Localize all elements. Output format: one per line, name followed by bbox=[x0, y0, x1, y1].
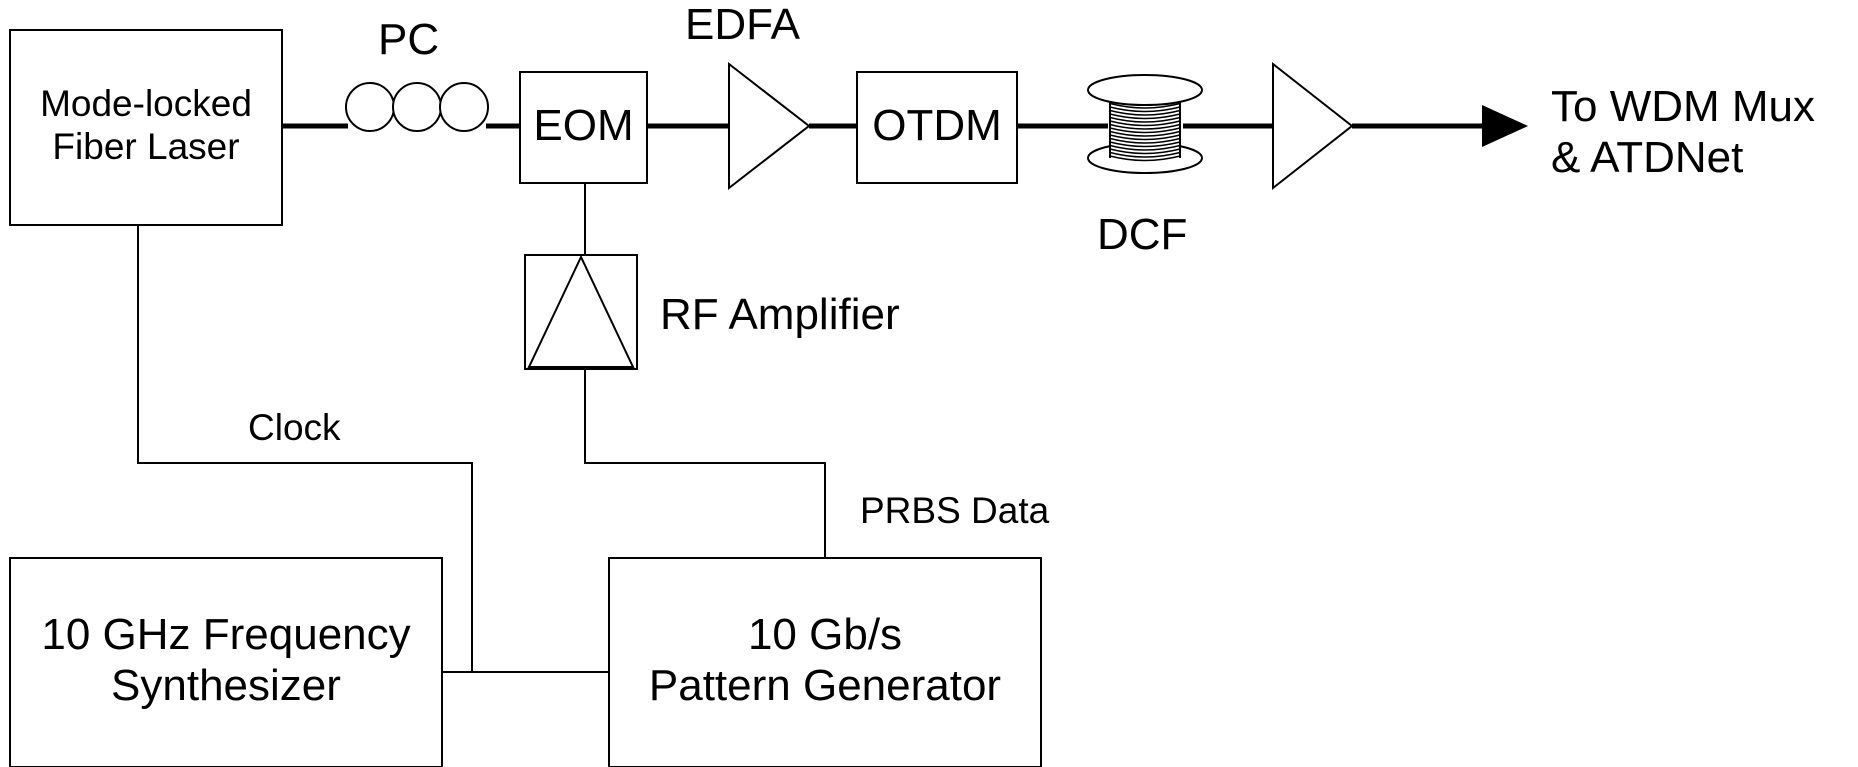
pattern-block bbox=[608, 557, 1042, 767]
pattern-label: 10 Gb/s Pattern Generator bbox=[609, 610, 1041, 711]
eom-label: EOM bbox=[533, 101, 634, 150]
clock-line bbox=[137, 225, 473, 672]
edfa-label: EDFA bbox=[685, 0, 800, 49]
spool-winding bbox=[1109, 127, 1181, 134]
pattern-label-line-2: Pattern Generator bbox=[648, 660, 1002, 710]
spool-winding bbox=[1109, 120, 1181, 127]
synth-block bbox=[9, 557, 443, 767]
output-label-line-1: To WDM Mux bbox=[1551, 82, 1815, 131]
laser-label-line-2: Fiber Laser bbox=[52, 125, 240, 167]
otdm-label: OTDM bbox=[872, 101, 1002, 150]
otdm-block bbox=[856, 71, 1018, 184]
synth-label: 10 GHz Frequency Synthesizer bbox=[10, 610, 442, 711]
spool-winding bbox=[1109, 130, 1181, 137]
dcf-label: DCF bbox=[1097, 210, 1188, 259]
pattern-label-line-1: 10 Gb/s bbox=[747, 610, 903, 659]
prbs-data-label: PRBS Data bbox=[860, 490, 1050, 531]
spool-winding bbox=[1109, 106, 1181, 113]
prbs-data-line bbox=[584, 369, 826, 558]
spool-winding bbox=[1109, 113, 1181, 120]
synth-label-line-1: 10 GHz Frequency bbox=[41, 610, 411, 659]
rf-amp-label: RF Amplifier bbox=[660, 290, 900, 339]
synth-label-line-2: Synthesizer bbox=[111, 660, 341, 710]
rf-amp-triangle-icon bbox=[527, 254, 635, 368]
spool-winding bbox=[1109, 137, 1181, 144]
edfa-triangle-icon bbox=[728, 61, 811, 191]
output-label: To WDM Mux & ATDNet bbox=[1551, 82, 1815, 183]
electrical-wiring bbox=[137, 183, 826, 673]
spool-winding bbox=[1109, 102, 1181, 109]
spool-winding bbox=[1109, 116, 1181, 123]
dcf-spool-icon bbox=[1087, 74, 1203, 174]
laser-label: Mode-locked Fiber Laser bbox=[10, 83, 282, 168]
laser-label-line-1: Mode-locked bbox=[40, 83, 252, 124]
spool-winding bbox=[1109, 141, 1181, 148]
spool-winding bbox=[1109, 148, 1181, 155]
laser-block bbox=[9, 29, 283, 226]
spool-winding bbox=[1109, 144, 1181, 151]
rf-amp-block bbox=[524, 254, 638, 370]
eom-block bbox=[519, 71, 648, 184]
pc-label: PC bbox=[378, 15, 440, 64]
spool-winding bbox=[1109, 134, 1181, 141]
output-label-line-2: & ATDNet bbox=[1551, 132, 1744, 182]
amplifier-triangle-icon bbox=[1272, 61, 1354, 191]
output-arrowhead bbox=[1482, 105, 1528, 147]
spool-winding bbox=[1109, 109, 1181, 116]
spool-winding bbox=[1109, 155, 1181, 162]
spool-winding bbox=[1109, 151, 1181, 158]
spool-winding bbox=[1109, 123, 1181, 130]
clock-label: Clock bbox=[248, 407, 341, 448]
pc-loops-icon bbox=[345, 82, 489, 132]
